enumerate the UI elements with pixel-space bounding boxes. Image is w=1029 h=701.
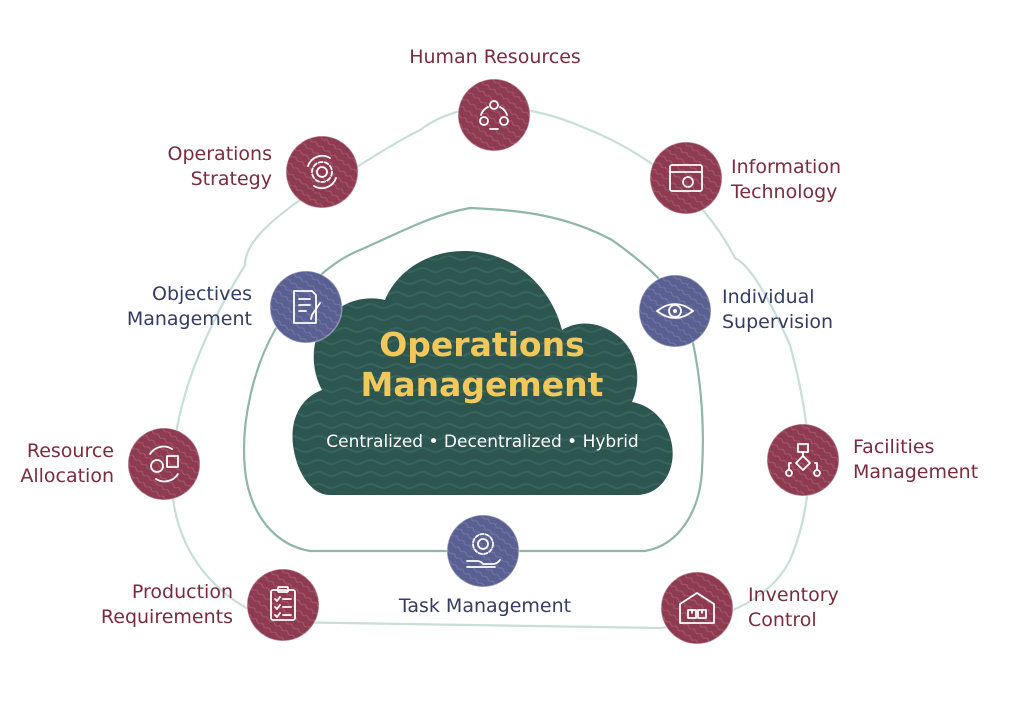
label-individual-supervision: Individual Supervision [722, 286, 834, 333]
node-production-requirements [246, 568, 320, 642]
eye-icon [656, 303, 694, 319]
node-facilities-management [766, 423, 840, 497]
document-pen-icon [293, 290, 321, 324]
outer-ring [170, 106, 811, 630]
label-inventory-control: Inventory Control [748, 584, 839, 631]
center-title: Operations Management [360, 325, 604, 404]
label-task-management: Task Management [398, 595, 572, 617]
dollar-box-cycle-icon [149, 445, 179, 483]
node-task-management [446, 514, 520, 588]
node-inventory-control [660, 571, 734, 645]
gear-cycle-icon [307, 154, 337, 190]
flowchart-icon [785, 443, 821, 477]
checklist-icon [270, 586, 296, 621]
label-information-technology: Information Technology [731, 156, 841, 203]
node-information-technology [649, 141, 723, 215]
center-subtitle: Centralized • Decentralized • Hybrid [326, 432, 639, 452]
label-operations-strategy: Operations Strategy [167, 143, 272, 190]
browser-gear-icon [669, 164, 703, 192]
node-resource-allocation [127, 427, 201, 501]
team-cycle-icon [479, 100, 509, 130]
node-objectives-management [269, 270, 343, 344]
center-cloud [292, 251, 673, 495]
node-individual-supervision [638, 274, 712, 348]
label-production-requirements: Production Requirements [100, 581, 233, 628]
hand-gear-icon [466, 533, 501, 568]
node-operations-strategy [285, 135, 359, 209]
warehouse-icon [679, 592, 715, 624]
label-resource-allocation: Resource Allocation [20, 440, 114, 487]
label-human-resources: Human Resources [409, 46, 581, 68]
label-objectives-management: Objectives Management [126, 283, 252, 330]
label-facilities-management: Facilities Management [853, 436, 979, 483]
node-human-resources [457, 78, 531, 152]
